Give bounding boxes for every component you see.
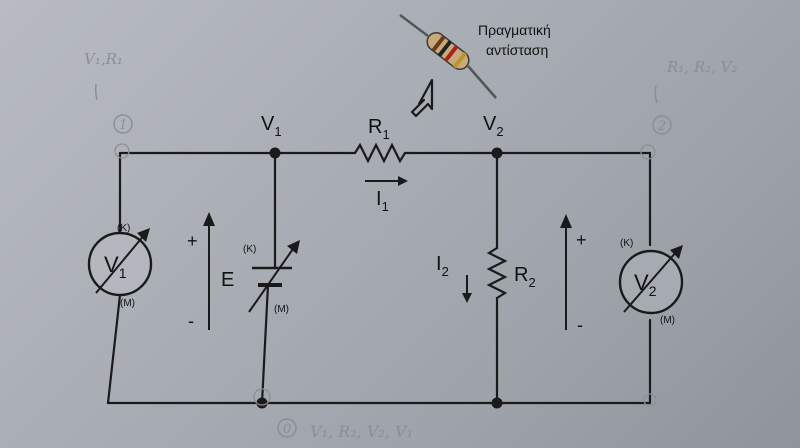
handwritten-top-right: R₁, R₂, V₂ [666, 58, 738, 76]
polarity-left-minus: - [188, 311, 194, 331]
outline-arrow-icon [410, 78, 434, 118]
voltmeter-v2-m: (M) [660, 315, 675, 326]
terminal-bottom-left [253, 388, 271, 406]
wire-left-lower [106, 293, 122, 405]
source-e-label: E [221, 269, 234, 291]
junction-bottom-right [491, 397, 503, 409]
node-v1-label: V1 [261, 113, 282, 139]
real-resistor-image [399, 14, 497, 99]
wire-source-lower [260, 283, 270, 405]
handwritten-node-1: 1 [119, 118, 127, 133]
resistor-r2-label: R2 [514, 264, 536, 290]
polarity-right-minus: - [577, 315, 583, 335]
source-e-k-label: (K) [243, 244, 256, 255]
handwritten-node-2-circle [652, 115, 672, 135]
handwritten-top-left: V₁,R₁ [84, 50, 123, 68]
pencil-annotations: V₁,R₁ 1 R₁, R₂, V₂ 2 0 V₁, R₂, V₂, V₁ [84, 50, 738, 441]
terminal-left-top [114, 143, 130, 159]
polarity-left-plus: + [187, 231, 198, 251]
circuit-wires [106, 151, 652, 405]
handwritten-mark-left [94, 83, 98, 101]
voltmeter-v1-k: (K) [117, 223, 130, 234]
junction-v2 [491, 147, 503, 159]
junction-v1 [269, 147, 281, 159]
voltmeter-v1-label: V1 [104, 252, 127, 281]
polarity-arrow-right [560, 214, 572, 330]
junction-dots [256, 147, 503, 409]
current-i1-label: I1 [376, 188, 389, 214]
voltmeter-v2 [618, 245, 684, 315]
handwritten-mark-right [654, 85, 658, 104]
handwritten-node-2: 2 [657, 119, 666, 134]
handwritten-node-0-circle [277, 418, 297, 438]
voltmeter-v2-label: V2 [634, 270, 657, 299]
handwritten-node-0: 0 [283, 422, 291, 437]
current-i2-arrow [462, 275, 472, 303]
node-v2-label: V2 [483, 113, 504, 139]
voltmeter-v2-k: (K) [620, 238, 633, 249]
caption-line-1: Πραγματική [478, 22, 551, 38]
current-i2-label: I2 [436, 253, 449, 279]
source-e-m-label: (M) [274, 304, 289, 315]
resistor-r1-label: R1 [368, 116, 390, 142]
polarity-arrow-left [203, 212, 215, 330]
caption-line-2: αντίσταση [486, 42, 548, 58]
handwritten-node-1-circle [113, 114, 133, 134]
current-i1-arrow [365, 176, 408, 186]
resistor-r1-zigzag [353, 142, 412, 164]
junction-bottom-left [256, 397, 268, 409]
terminal-right-top [640, 144, 656, 160]
resistor-r2-zigzag [486, 246, 508, 300]
handwritten-bottom: V₁, R₂, V₂, V₁ [310, 422, 413, 441]
voltmeter-v1 [87, 228, 153, 297]
voltage-source-e [248, 240, 300, 313]
terminal-bottom-right [643, 393, 657, 407]
polarity-right-plus: + [576, 230, 587, 250]
voltmeter-v1-m: (M) [120, 298, 135, 309]
